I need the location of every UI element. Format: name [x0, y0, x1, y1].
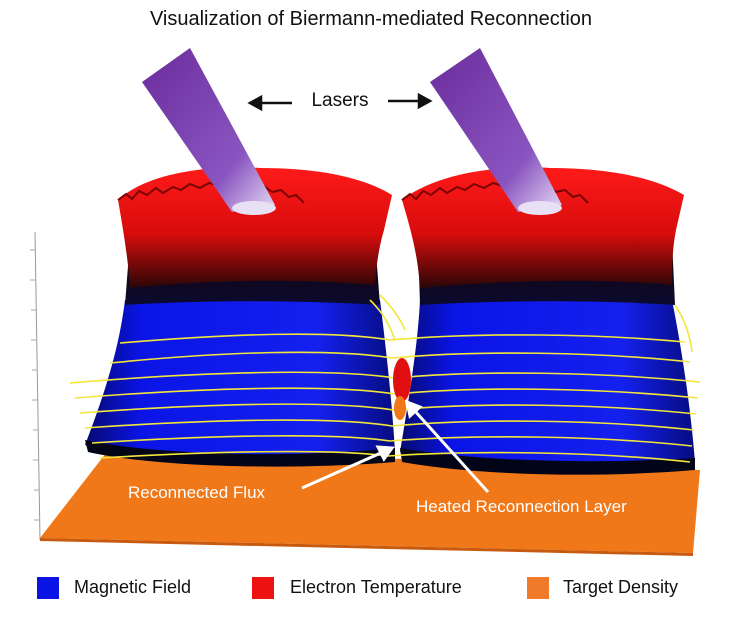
- right-magnetic-body: [400, 300, 695, 466]
- right-temperature-crown: [402, 167, 684, 288]
- left-temperature-crown: [118, 167, 392, 288]
- page-title: Visualization of Biermann-mediated Recon…: [149, 8, 593, 30]
- right-crown-texture: [401, 180, 589, 204]
- reconnected-flux-label: Reconnected Flux: [128, 483, 266, 502]
- legend: Magnetic Field Electron Temperature Targ…: [0, 572, 742, 612]
- target-slab-edge: [40, 538, 693, 556]
- heated-reconnection-layer: [393, 358, 411, 402]
- target-density-swatch: [527, 577, 549, 599]
- right-dark-base: [400, 448, 695, 475]
- heated-reconnection-layer-label: Heated Reconnection Layer: [416, 497, 627, 516]
- left-dark-base: [85, 440, 395, 467]
- magnetic-field-swatch: [37, 577, 59, 599]
- target-density-slab: [40, 448, 700, 553]
- reconnection-layer-density: [394, 396, 406, 420]
- left-crown-texture: [117, 180, 305, 204]
- right-laser-beam: [430, 48, 562, 212]
- electron-temperature-swatch: [252, 577, 274, 599]
- annotation-arrows: [301, 399, 490, 494]
- legend-magnetic-field: Magnetic Field: [74, 577, 192, 597]
- left-laser-beam: [142, 48, 275, 212]
- legend-electron-temperature: Electron Temperature: [290, 577, 462, 597]
- legend-target-density: Target Density: [563, 577, 679, 597]
- laser-arrows: [247, 92, 433, 112]
- right-laser-spot: [518, 201, 562, 215]
- lasers-label: Lasers: [311, 90, 369, 111]
- left-laser-spot: [232, 201, 276, 215]
